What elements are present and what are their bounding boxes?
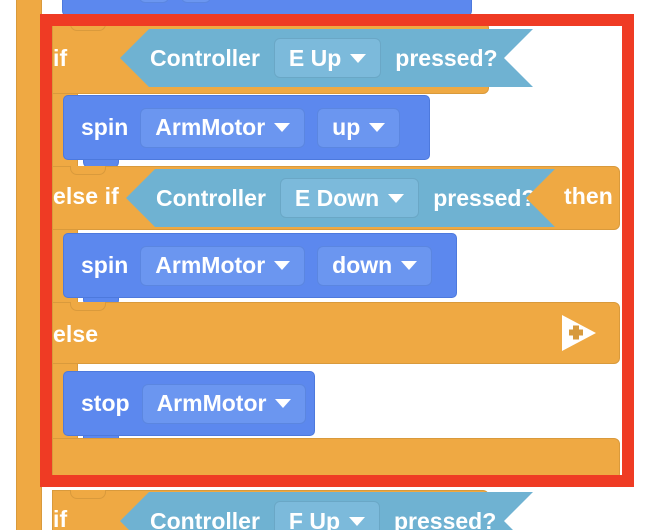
- partial-block-field-2[interactable]: [181, 0, 212, 3]
- control-block-foot[interactable]: [52, 438, 620, 480]
- if-condition-suffix: pressed?: [395, 44, 498, 71]
- next-if-condition-suffix: pressed?: [394, 507, 497, 530]
- elseif-condition-boolean[interactable]: Controller E Down pressed?: [126, 169, 555, 227]
- else-branch-header[interactable]: [52, 302, 620, 364]
- spin-motor-value: ArmMotor: [155, 114, 266, 140]
- spin-armmotor-down-block[interactable]: spin ArmMotor down: [63, 233, 457, 306]
- next-if-top-notch: [70, 490, 106, 499]
- spin-direction-value: down: [332, 252, 393, 278]
- chevron-down-icon: [369, 123, 386, 132]
- if-branch-top-notch: [70, 22, 106, 31]
- if-keyword-label: if: [53, 45, 68, 71]
- outer-control-block-spine[interactable]: [16, 0, 42, 530]
- spin-direction-dropdown[interactable]: up: [317, 107, 401, 148]
- elseif-then-label: then: [564, 183, 613, 209]
- elseif-condition-dropdown-value: E Down: [294, 184, 380, 211]
- next-if-then-label: then: [533, 506, 582, 530]
- next-if-keyword-label: if: [53, 506, 68, 530]
- stop-label: stop: [81, 390, 130, 416]
- elseif-condition-dropdown[interactable]: E Down: [280, 178, 419, 218]
- if-condition-dropdown-value: E Up: [288, 44, 342, 71]
- chevron-down-icon: [350, 54, 366, 63]
- partial-spin-block-top[interactable]: spin: [62, 0, 472, 16]
- next-if-condition-dropdown-value: F Up: [288, 507, 340, 530]
- chevron-down-icon: [349, 517, 365, 526]
- spin-label: spin: [81, 252, 129, 278]
- next-if-condition-boolean[interactable]: Controller F Up pressed?: [120, 492, 533, 530]
- spin-motor-value: ArmMotor: [155, 252, 266, 278]
- else-keyword-label: else: [53, 321, 99, 347]
- if-condition-dropdown[interactable]: E Up: [274, 38, 381, 78]
- elseif-condition-suffix: pressed?: [433, 184, 536, 211]
- spin-armmotor-up-block[interactable]: spin ArmMotor up: [63, 95, 430, 168]
- spin-motor-dropdown[interactable]: ArmMotor: [140, 107, 306, 148]
- else-branch-top-notch: [70, 302, 106, 311]
- chevron-down-icon: [274, 123, 291, 132]
- elseif-keyword-label: else if: [53, 183, 119, 209]
- chevron-down-icon: [401, 261, 418, 270]
- stop-motor-dropdown[interactable]: ArmMotor: [141, 383, 307, 424]
- chevron-down-icon: [275, 399, 292, 408]
- next-if-condition-prefix: Controller: [150, 507, 260, 530]
- elseif-branch-top-notch: [70, 166, 106, 175]
- spin-direction-dropdown[interactable]: down: [317, 245, 433, 286]
- partial-block-field-1[interactable]: [139, 0, 170, 3]
- if-condition-boolean[interactable]: Controller E Up pressed?: [120, 29, 533, 87]
- chevron-down-icon: [274, 261, 291, 270]
- chevron-down-icon: [388, 194, 404, 203]
- if-condition-prefix: Controller: [150, 44, 260, 71]
- expand-plus-triangle-icon[interactable]: [562, 315, 596, 351]
- spin-label: spin: [81, 114, 129, 140]
- stop-armmotor-block[interactable]: stop ArmMotor: [63, 371, 315, 444]
- stop-motor-value: ArmMotor: [156, 390, 267, 416]
- next-if-condition-dropdown[interactable]: F Up: [274, 501, 380, 530]
- elseif-condition-prefix: Controller: [156, 184, 266, 211]
- spin-motor-dropdown[interactable]: ArmMotor: [140, 245, 306, 286]
- spin-direction-value: up: [332, 114, 361, 140]
- if-then-label: then: [533, 45, 582, 71]
